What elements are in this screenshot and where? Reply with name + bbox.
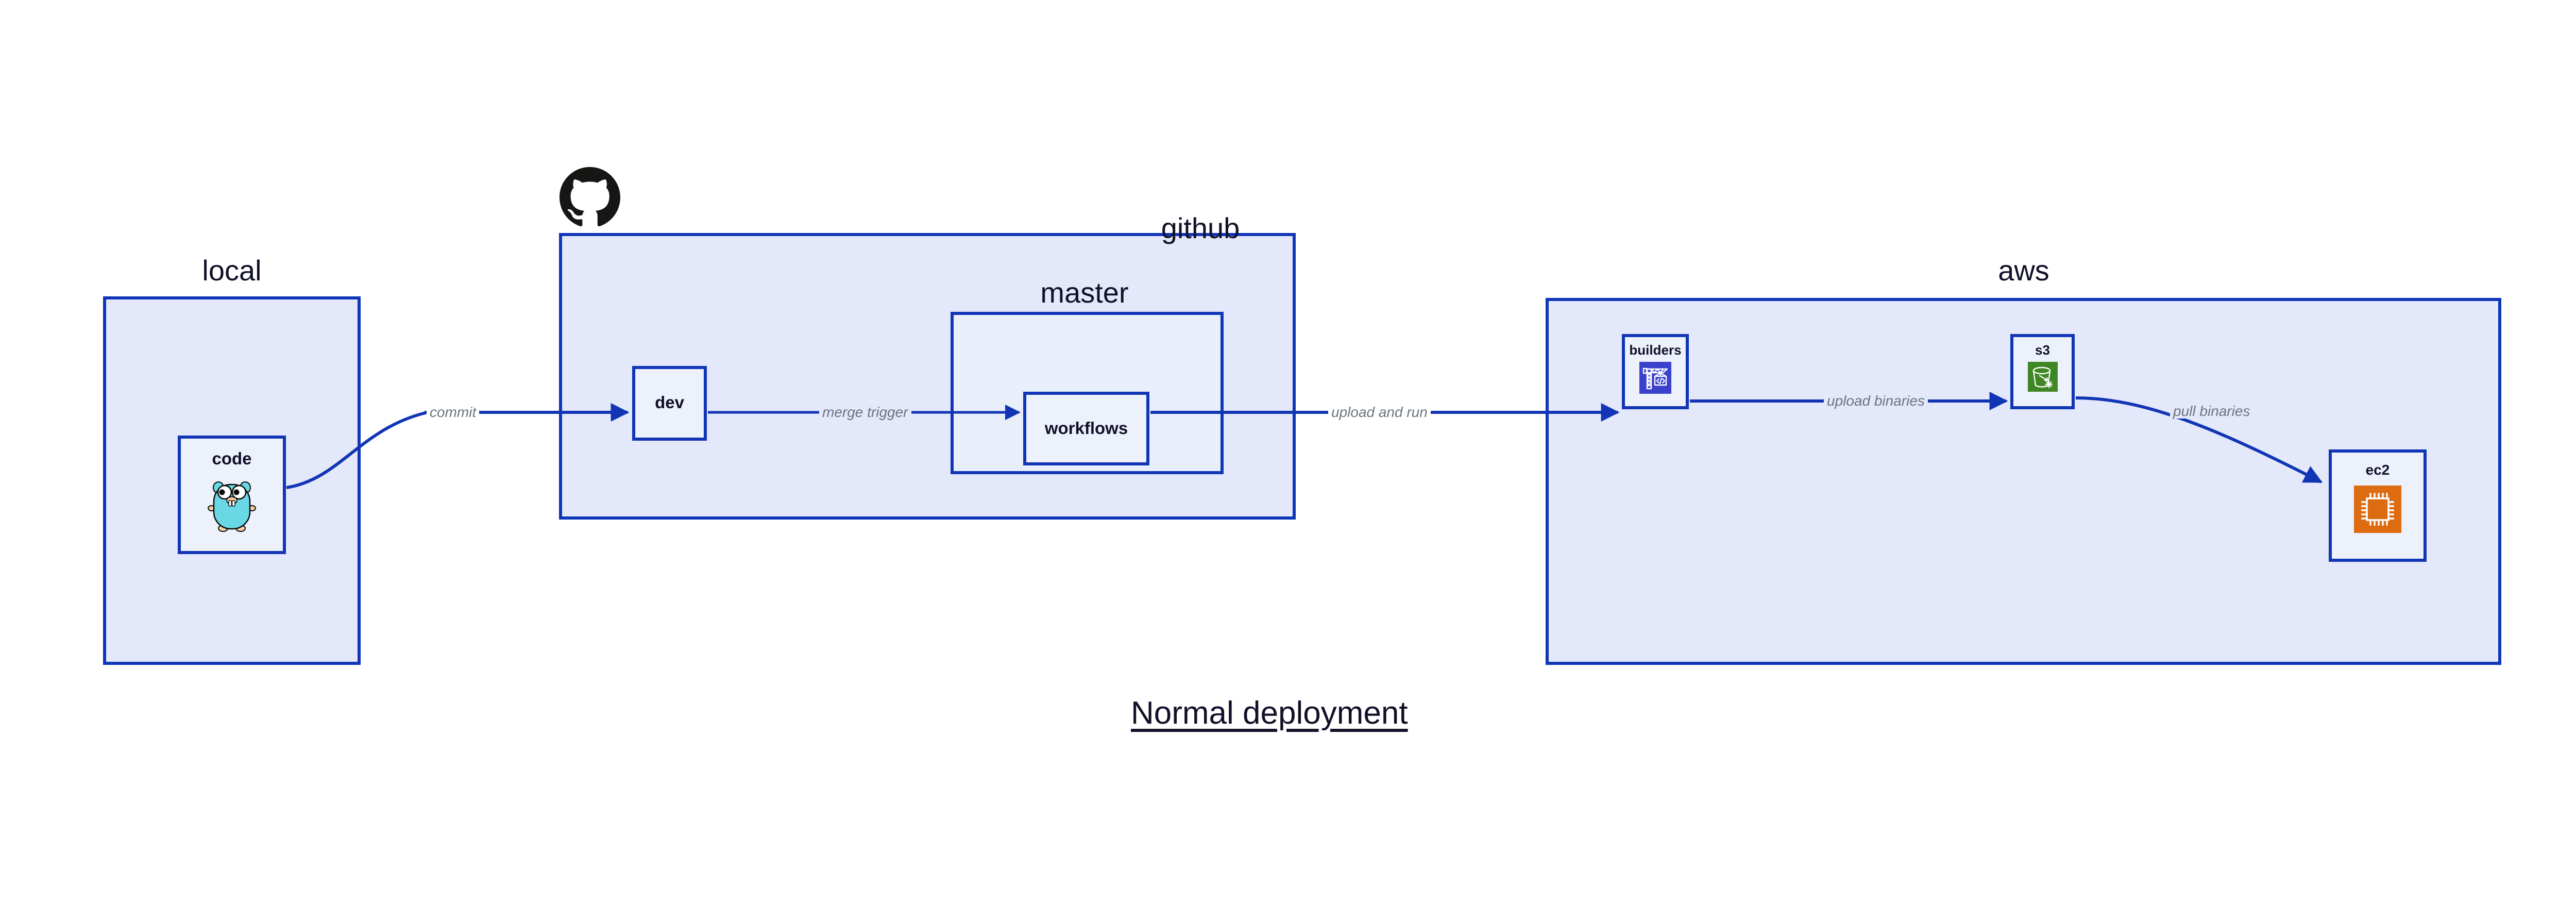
node-ec2[interactable]: ec2 <box>2329 449 2427 562</box>
node-dev[interactable]: dev <box>632 366 707 441</box>
node-label-builders: builders <box>1629 342 1682 358</box>
node-label-code: code <box>212 449 252 468</box>
group-title-github: github <box>1161 212 1240 244</box>
github-octocat-logo <box>559 167 621 228</box>
group-title-master: master <box>1040 276 1129 309</box>
group-title-aws: aws <box>1998 254 2049 287</box>
node-builders[interactable]: builders <box>1622 334 1689 409</box>
node-workflows[interactable]: workflows <box>1023 392 1149 465</box>
edge-label-commit: commit <box>427 405 480 420</box>
edge-label-pull-binaries: pull binaries <box>2170 404 2253 419</box>
group-title-local: local <box>202 254 262 287</box>
node-label-s3: s3 <box>2035 342 2050 358</box>
cpu-chip-icon <box>2354 486 2401 533</box>
crane-code-icon <box>1639 362 1671 394</box>
edge-label-upload-and-run: upload and run <box>1328 405 1431 420</box>
node-s3[interactable]: s3 <box>2010 334 2075 409</box>
node-code[interactable]: code <box>178 436 286 554</box>
node-label-dev: dev <box>655 393 684 412</box>
node-label-workflows: workflows <box>1044 419 1128 438</box>
edge-label-merge-trigger: merge trigger <box>819 405 911 420</box>
node-label-ec2: ec2 <box>2365 462 2390 478</box>
diagram-caption: Normal deployment <box>1131 695 1408 731</box>
edge-label-upload-binaries: upload binaries <box>1824 394 1928 408</box>
go-gopher-icon <box>206 476 258 532</box>
s3-bucket-icon <box>2027 362 2058 392</box>
